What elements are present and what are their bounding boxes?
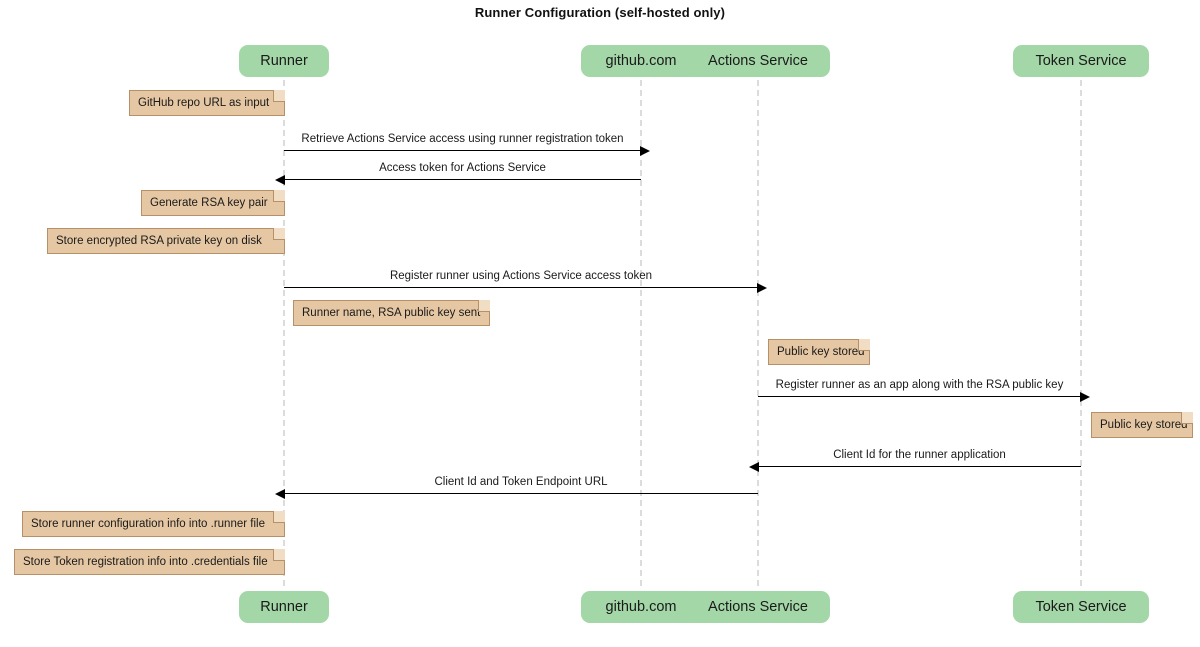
message-label-m5: Client Id for the runner application [833,449,1006,461]
note-fold-corner-icon [273,549,285,561]
note-n1: GitHub repo URL as input [129,90,285,116]
message-arrow-m1 [284,146,650,156]
participant-footer-actions[interactable]: Actions Service [686,591,830,623]
message-label-m3: Register runner using Actions Service ac… [389,270,653,282]
arrowhead-right-icon [640,146,650,156]
note-n5: Public key stored [768,339,870,365]
note-n6: Public key stored [1091,412,1193,438]
note-text: Store encrypted RSA private key on disk [56,235,262,247]
participant-label: Token Service [1035,53,1127,69]
message-label-m6: Client Id and Token Endpoint URL [434,476,608,488]
arrowhead-left-icon [749,462,759,472]
arrowhead-right-icon [1080,392,1090,402]
message-arrow-m6 [275,489,758,499]
note-fold-corner-icon [273,190,285,202]
participant-label: Runner [260,599,308,615]
message-label-m1: Retrieve Actions Service access using ru… [301,133,624,145]
participant-label: github.com [605,53,677,69]
arrowhead-left-icon [275,489,285,499]
participant-label: Actions Service [708,599,808,615]
note-fold-corner-icon [273,228,285,240]
note-fold-corner-icon [858,339,870,351]
note-n3: Store encrypted RSA private key on disk [47,228,285,254]
note-text: Public key stored [777,346,865,358]
participant-header-github[interactable]: github.com [581,45,701,77]
message-arrow-m2 [275,175,641,185]
lifeline-token [1080,80,1082,586]
arrowhead-left-icon [275,175,285,185]
page-title: Runner Configuration (self-hosted only) [474,5,726,20]
participant-footer-runner[interactable]: Runner [239,591,329,623]
participant-header-actions[interactable]: Actions Service [686,45,830,77]
note-n7: Store runner configuration info into .ru… [22,511,285,537]
note-n8: Store Token registration info into .cred… [14,549,285,575]
message-arrow-m4 [758,392,1090,402]
note-text: GitHub repo URL as input [138,97,270,109]
arrowhead-right-icon [757,283,767,293]
note-fold-corner-icon [273,90,285,102]
message-arrow-m5 [749,462,1081,472]
message-label-m2: Access token for Actions Service [379,162,546,174]
message-arrow-m3 [284,283,767,293]
note-text: Store Token registration info into .cred… [23,556,268,568]
note-fold-corner-icon [273,511,285,523]
note-fold-corner-icon [478,300,490,312]
participant-footer-github[interactable]: github.com [581,591,701,623]
note-n2: Generate RSA key pair [141,190,285,216]
participant-label: Token Service [1035,599,1127,615]
note-text: Generate RSA key pair [150,197,268,209]
participant-header-token[interactable]: Token Service [1013,45,1149,77]
lifeline-github [640,80,642,586]
note-fold-corner-icon [1181,412,1193,424]
message-label-m4: Register runner as an app along with the… [775,379,1064,391]
lifeline-actions [757,80,759,586]
note-text: Public key stored [1100,419,1188,431]
participant-label: Actions Service [708,53,808,69]
lifeline-runner [283,80,285,586]
participant-footer-token[interactable]: Token Service [1013,591,1149,623]
participant-header-runner[interactable]: Runner [239,45,329,77]
participant-label: github.com [605,599,677,615]
note-text: Runner name, RSA public key sent [302,307,481,319]
note-text: Store runner configuration info into .ru… [31,518,265,530]
note-n4: Runner name, RSA public key sent [293,300,490,326]
participant-label: Runner [260,53,308,69]
